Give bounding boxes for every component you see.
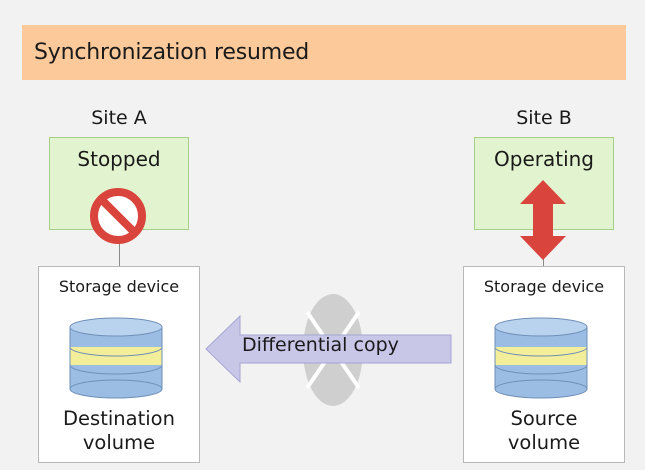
bidirectional-arrow-icon xyxy=(520,180,566,260)
site-b-volume-line1: Source xyxy=(510,407,578,430)
site-a-storage-device: Storage device Destination volume xyxy=(38,266,200,463)
site-a-database-cylinder-icon xyxy=(69,317,163,399)
site-a-server-status: Stopped xyxy=(77,147,161,171)
site-a-connector xyxy=(119,230,120,267)
site-b-storage-device: Storage device Source volume xyxy=(463,266,625,463)
site-a-volume-line1: Destination xyxy=(63,407,175,430)
site-b-storage-title: Storage device xyxy=(483,277,605,296)
prohibited-icon xyxy=(90,188,146,244)
diagram-title: Synchronization resumed xyxy=(22,25,626,80)
site-a-storage-title: Storage device xyxy=(58,277,180,296)
site-b-database-cylinder-icon xyxy=(494,317,588,399)
differential-copy-arrow xyxy=(205,314,452,384)
site-b-server-status: Operating xyxy=(494,147,594,171)
site-a-volume-line2: volume xyxy=(82,431,156,454)
site-a-label: Site A xyxy=(91,107,147,129)
site-b-volume-line2: volume xyxy=(507,431,581,454)
differential-copy-label: Differential copy xyxy=(242,334,399,356)
site-b-label: Site B xyxy=(516,107,572,129)
